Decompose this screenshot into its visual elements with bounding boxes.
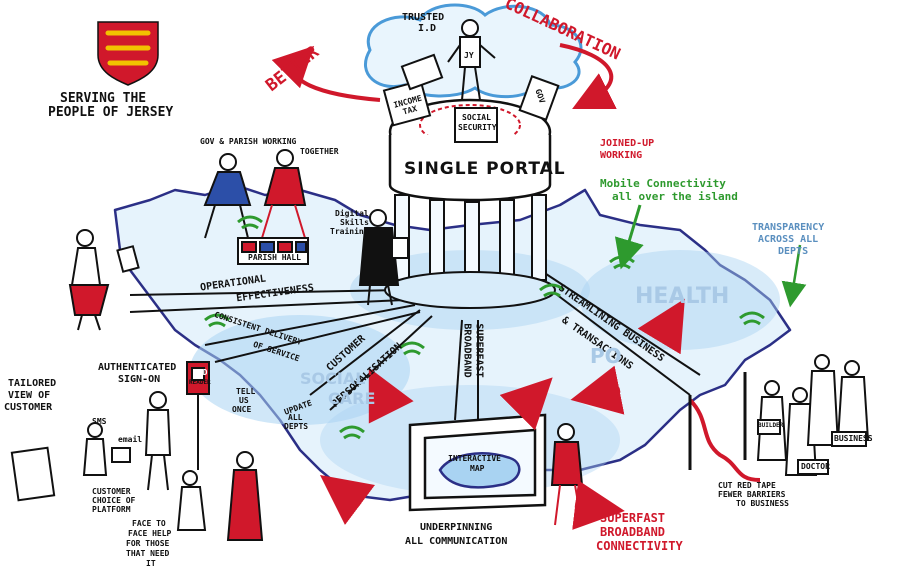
red-tape-line-2: FEWER BARRIERS — [718, 490, 786, 499]
central-person-icon — [447, 19, 496, 101]
barrier-posts — [688, 372, 747, 470]
tailored-line-3: CUSTOMER — [4, 402, 53, 413]
face-line-1: FACE TO — [132, 519, 166, 528]
graduate-figure — [358, 209, 409, 306]
underpinning-line-1: UNDERPINNING — [420, 522, 493, 533]
tell-us-line-3: ONCE — [232, 405, 252, 414]
authenticated-line-1: AUTHENTICATED — [98, 362, 177, 373]
tell-us-line-2: US — [239, 396, 249, 405]
woman-tablet-figure — [68, 229, 140, 331]
digital-skills-line-2: Skills — [340, 218, 369, 227]
tailored-line-2: VIEW OF — [8, 390, 51, 401]
parish-hall-building — [237, 237, 309, 265]
id-reader-line-2: READER — [189, 379, 211, 386]
roads — [129, 269, 701, 421]
social-care-line-1: SOCIAL — [300, 369, 366, 388]
superfast-line-2: BROADBAND — [600, 525, 666, 539]
face-line-4: THAT NEED — [126, 549, 170, 558]
kiosk-social-security-line-2: SECURITY — [458, 123, 497, 132]
digital-skills-line-1: Digital — [335, 209, 369, 218]
face-line-3: FOR THOSE — [126, 539, 170, 548]
email-label: email — [118, 435, 143, 444]
gov-parish-figures — [203, 149, 307, 239]
kiosk-monitors — [382, 53, 560, 143]
business-queue-figures — [756, 354, 870, 476]
wifi-icon — [204, 215, 765, 440]
mobile-arrow — [614, 204, 644, 270]
red-tape-line-1: CUT RED TAPE — [718, 481, 776, 490]
underpinning-line-2: ALL COMMUNICATION — [405, 536, 508, 547]
gov-parish-line-2: TOGETHER — [300, 147, 339, 156]
social-care-line-2: CARE — [328, 389, 376, 408]
interactive-map-line-2: MAP — [470, 464, 485, 473]
gov-parish-line-1: GOV & PARISH WORKING — [200, 137, 297, 146]
business-case-label: BUSINESS — [834, 434, 873, 443]
transparency-line-1: TRANSPARENCY — [752, 222, 825, 233]
id-reader-line-1: I.D — [193, 368, 208, 377]
trusted-id-line-1: TRUSTED — [402, 12, 445, 23]
tailored-line-1: TAILORED — [8, 378, 57, 389]
transparency-line-2: ACROSS ALL — [758, 234, 819, 245]
interactive-map-monitor — [408, 413, 547, 512]
trusted-id-line-2: I.D — [418, 23, 437, 34]
id-reader-post — [186, 361, 210, 470]
digital-skills-line-3: Training — [330, 227, 369, 236]
builder-case-label: BUILDER — [758, 422, 784, 429]
superfast-road-line-2: BROADBAND — [461, 323, 473, 378]
mobile-connectivity-line-2: all over the island — [612, 190, 738, 203]
joined-up-line-2: WORKING — [600, 150, 643, 161]
face-line-2: FACE HELP — [128, 529, 172, 538]
portal-title: SINGLE PORTAL — [404, 159, 566, 179]
sms-label: SMS — [92, 417, 107, 426]
header-line-2: PEOPLE OF JERSEY — [48, 105, 174, 120]
jersey-crest-icon — [97, 21, 159, 86]
authenticated-line-2: SIGN-ON — [118, 374, 161, 385]
parish-hall-label: PARISH HALL — [248, 253, 301, 262]
collaboration-arrow-right — [559, 43, 617, 109]
red-tape — [688, 398, 761, 482]
choice-line-3: PLATFORM — [92, 505, 131, 514]
shirt-initials: JY — [464, 51, 474, 60]
superfast-line-1: SUPERFAST — [600, 511, 666, 525]
update-line-2: ALL — [288, 413, 303, 422]
mobile-connectivity-line-1: Mobile Connectivity — [600, 177, 726, 190]
blue-wash-left — [190, 315, 410, 425]
portal-drum — [388, 135, 552, 202]
people-bottom-left — [10, 391, 264, 541]
transparency-line-3: DEPTS — [778, 246, 809, 257]
choice-line-1: CUSTOMER — [92, 487, 131, 496]
interactive-map-line-1: INTERACTIVE — [448, 454, 501, 463]
red-tape-line-3: TO BUSINESS — [736, 499, 789, 508]
superfast-line-3: CONNECTIVITY — [596, 539, 683, 553]
portal-base — [384, 271, 556, 309]
header-line-1: SERVING THE — [60, 91, 147, 106]
kiosk-social-security-line-1: SOCIAL — [462, 113, 491, 122]
doctor-case-label: DOCTOR — [801, 462, 830, 471]
health-label: HEALTH — [635, 284, 730, 309]
choice-line-2: CHOICE OF — [92, 496, 136, 505]
police-label: PO — [590, 344, 622, 368]
face-line-5: IT — [146, 559, 156, 568]
collaboration-arrow-left — [271, 45, 381, 102]
red-arrows — [320, 298, 685, 530]
joined-up-line-1: JOINED-UP — [600, 138, 655, 149]
tell-us-line-1: TELL — [236, 387, 256, 396]
transparency-arrow — [781, 244, 807, 308]
superfast-road-line-1: SUPERFAST — [473, 323, 485, 378]
update-line-3: DEPTS — [284, 422, 309, 431]
